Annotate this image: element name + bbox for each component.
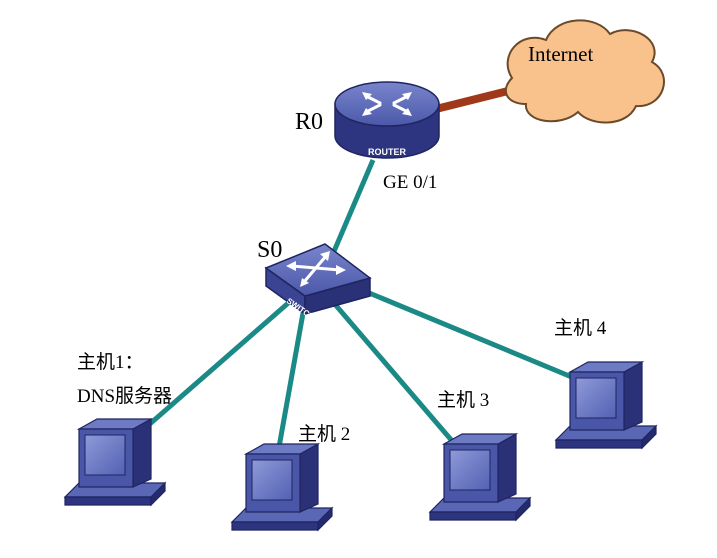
host3-label: 主机 3 [437,389,489,411]
switch-host3-link [331,300,467,458]
host1-computer-icon [64,418,166,506]
host4-computer-icon [555,361,657,449]
host4-label: 主机 4 [554,317,607,339]
host3-computer-icon [429,433,531,521]
host1-label: 主机1： [77,351,144,373]
router-switch-link [329,159,376,257]
switch-host1-link [134,296,296,438]
host2-computer-icon [231,443,333,531]
switch-name: S0 [257,237,282,263]
internet-cloud: Internet [504,19,665,124]
router-name: R0 [295,109,323,135]
router-device-text: ROUTER [368,147,407,157]
switch-host2-link [273,301,308,465]
host2-label: 主机 2 [298,423,350,445]
host1-role-label: DNS服务器 [77,385,172,407]
router-icon: ROUTER [334,81,440,159]
internet-label: Internet [528,42,593,66]
router-port-label: GE 0/1 [383,172,437,193]
switch-host4-link [361,287,580,383]
cloud-shape [504,19,665,124]
